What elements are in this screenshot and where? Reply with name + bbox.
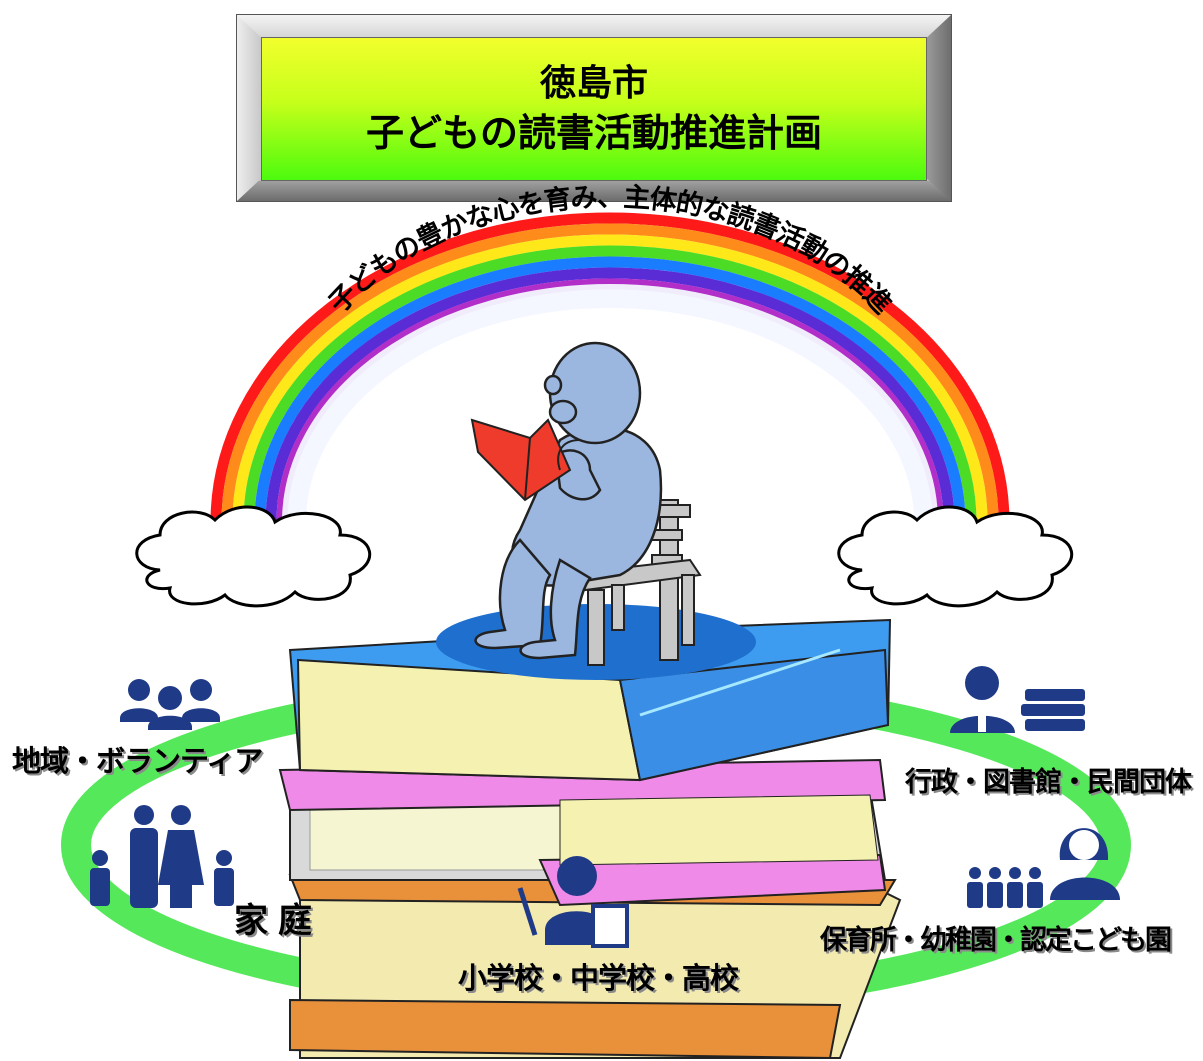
title-plan-name: 子どもの読書活動推進計画 <box>365 111 822 155</box>
label-schools: 小学校・中学校・高校 <box>458 961 739 995</box>
nursery-teacher-icon <box>1050 828 1120 900</box>
open-book-icon <box>470 418 572 502</box>
label-nursery: 保育所・幼稚園・認定こども園 <box>820 925 1172 956</box>
plaque-bevel-right <box>927 15 951 201</box>
teacher-icon <box>517 856 629 948</box>
children-group-icon <box>967 867 1043 908</box>
book-middle <box>278 758 887 907</box>
family-icon <box>90 805 234 908</box>
community-group-icon <box>120 679 220 730</box>
title-city: 徳島市 <box>539 63 648 104</box>
label-family: 家庭 <box>234 901 322 941</box>
plaque-bevel-left <box>237 15 261 201</box>
rainbow <box>210 212 1010 523</box>
plaque-bevel-top <box>237 15 951 37</box>
book-top <box>288 604 892 782</box>
label-community-volunteer: 地域・ボランティア <box>12 744 263 778</box>
cloud-left <box>135 505 372 608</box>
title-plaque: 徳島市 子どもの読書活動推進計画 <box>236 14 952 202</box>
label-administration: 行政・図書館・民間団体 <box>905 767 1192 798</box>
books-stack-icon <box>1019 687 1087 733</box>
official-icon <box>950 666 1015 733</box>
plaque-bevel-bottom <box>237 181 951 201</box>
title-panel: 徳島市 子どもの読書活動推進計画 <box>261 37 927 181</box>
cloud-right <box>837 505 1074 608</box>
